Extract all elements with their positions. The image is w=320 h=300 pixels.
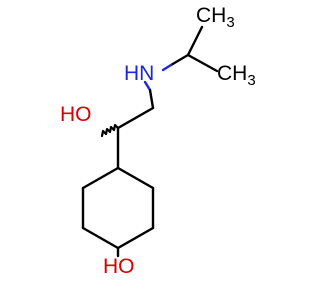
svg-text:CH3: CH3 [196,4,235,31]
svg-text:CH3: CH3 [217,62,256,89]
bond-isopropyl-ch-to-n [169,53,190,67]
bond-n-to-ch2 [148,88,155,110]
label-ch3-top: CH3 [196,4,235,31]
label-amine-hn: HN [124,62,154,85]
bond-n-side-isopropyl [161,63,173,72]
ring-bond-4 [81,226,120,250]
bond-isopropyl-ch-to-ch3-right [186,53,219,73]
wavy-stereo-bond-to-oh [100,123,120,138]
ring-bond-6 [81,166,120,190]
bond-isopropyl-ch-to-ch3-top [186,25,204,57]
label-hydroxyl-side: HO [60,103,92,126]
label-ch3-right: CH3 [217,62,256,89]
structure-canvas: CH3 CH3 HN HO HO [60,4,256,278]
ring-bond-3 [116,226,155,250]
label-hydroxyl-bottom: HO [103,255,135,278]
bond-ch2-to-choh [116,106,155,130]
structure-svg: CH3 CH3 HN HO HO [60,4,256,278]
bond-n-side-ch2 [143,80,152,92]
ring-bond-1 [116,166,155,190]
